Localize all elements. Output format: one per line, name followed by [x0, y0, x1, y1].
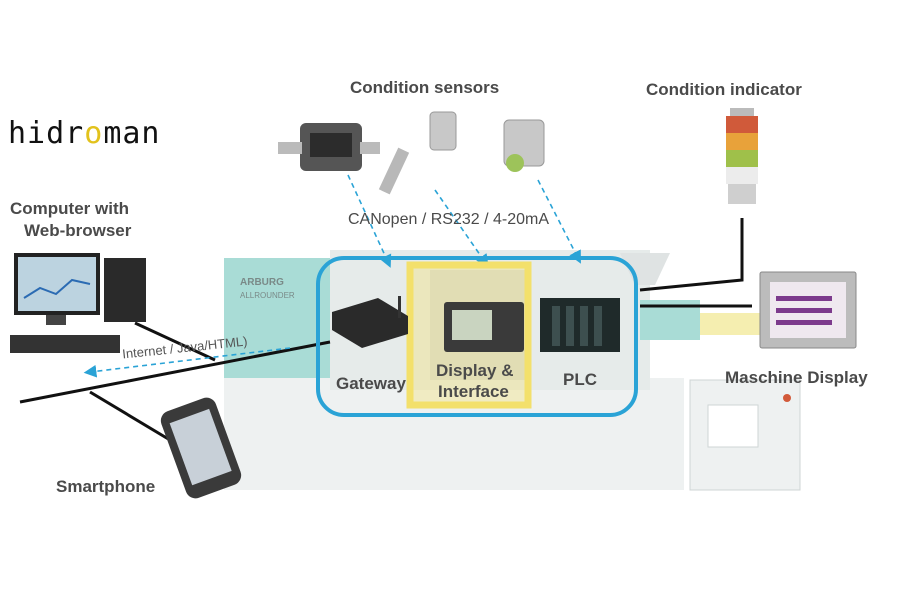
flow-sensor-icon — [278, 123, 380, 171]
line-indicator — [639, 218, 744, 292]
display-device-icon — [444, 302, 524, 352]
gateway-icon — [332, 296, 408, 348]
smartphone-label: Smartphone — [56, 477, 156, 496]
machine-heater — [700, 313, 760, 335]
tower-light-icon — [726, 108, 758, 204]
cabinet-light-icon — [783, 394, 791, 402]
machine-display-icon — [759, 271, 857, 349]
arrow-internet — [83, 347, 291, 378]
control-box-highlight — [316, 256, 638, 417]
plc-icon — [540, 298, 620, 352]
arrow-sensor2 — [434, 189, 489, 268]
machine-clamp-unit-teal — [224, 258, 334, 388]
display-label-line2: Interface — [438, 382, 509, 401]
line-computer — [134, 321, 216, 362]
computer-label-line1: Computer with — [10, 199, 129, 218]
cabinet-panel — [707, 404, 759, 448]
machine-model-text: ALLROUNDER — [240, 291, 295, 300]
smartphone-icon — [160, 397, 242, 499]
plc-label: PLC — [563, 370, 597, 389]
computer-label-line2: Web-browser — [24, 221, 132, 240]
machine-hopper — [620, 253, 670, 285]
condition-sensors — [278, 111, 545, 195]
line-smartphone — [89, 390, 171, 442]
network-lines — [19, 218, 752, 442]
gateway-label: Gateway — [336, 374, 406, 393]
line-main — [19, 340, 331, 404]
temperature-sensor-icon — [378, 111, 457, 195]
display-label-line1: Display & — [436, 361, 514, 380]
logo-accent-letter: o — [84, 116, 104, 151]
computer-icon — [10, 253, 146, 353]
arrow-sensor3 — [537, 179, 581, 264]
arrow-sensor1 — [347, 174, 392, 268]
data-arrows — [83, 174, 581, 378]
pressure-sensor-icon — [503, 119, 545, 172]
maschine-display-label: Maschine Display — [725, 368, 868, 387]
condition-indicator-label: Condition indicator — [646, 80, 802, 99]
protocol-label: CANopen / RS232 / 4-20mA — [348, 211, 549, 228]
machine-brand-text: ARBURG — [240, 277, 284, 288]
hidroman-logo: hidroman — [8, 116, 161, 151]
machine-base — [224, 378, 684, 490]
condition-sensors-label: Condition sensors — [350, 78, 500, 97]
